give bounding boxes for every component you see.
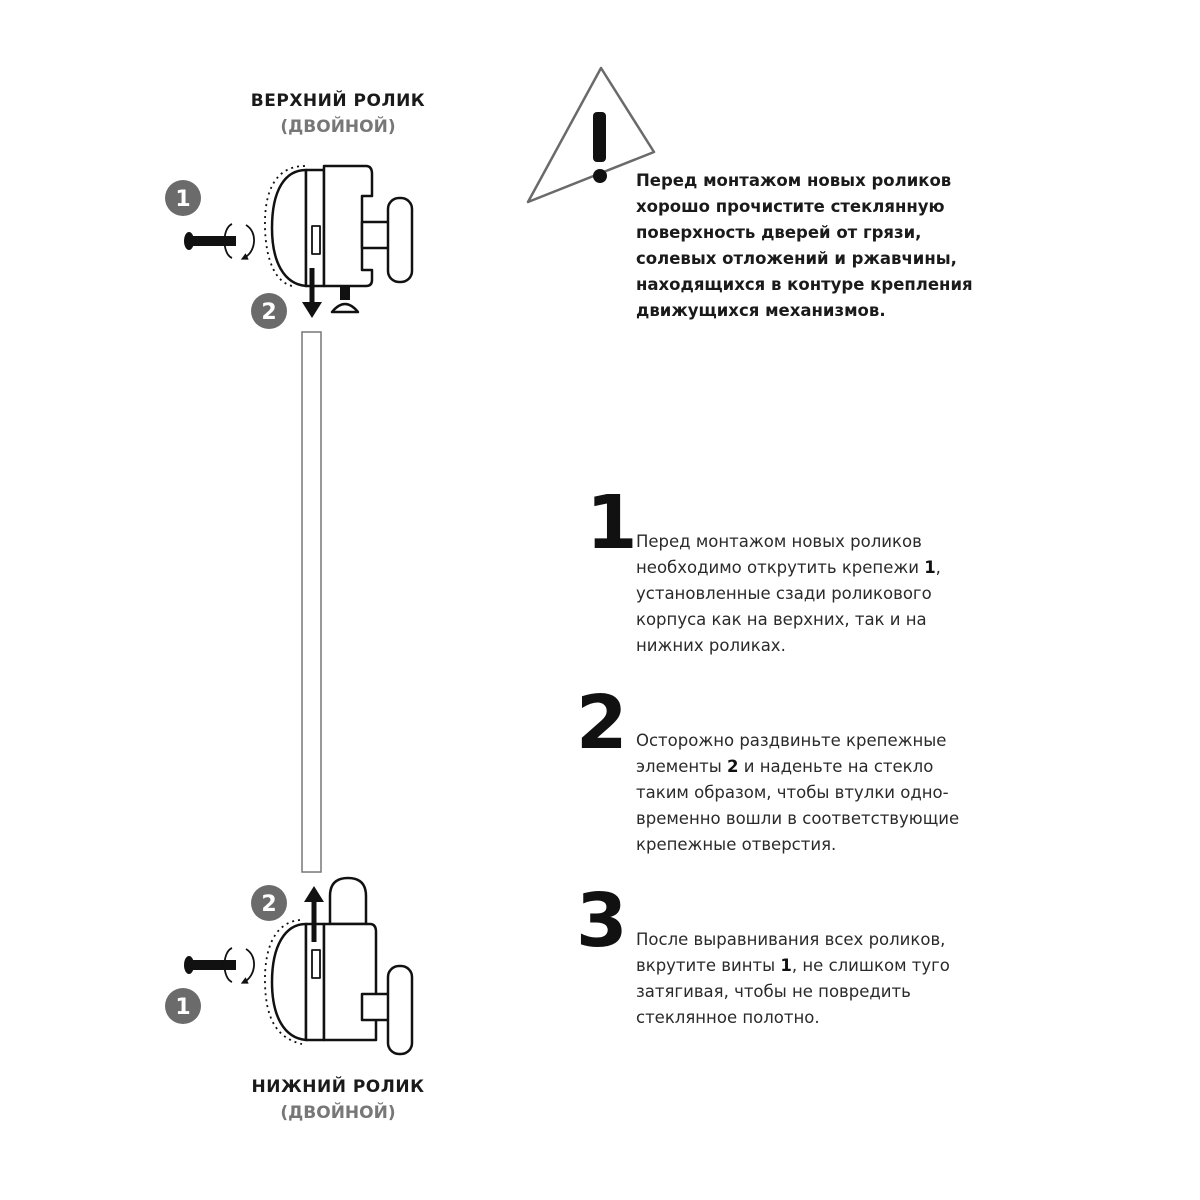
- warning-line: движущихся механизмов.: [636, 301, 886, 320]
- step-2-number: 2: [576, 680, 628, 766]
- warning-line: поверхность дверей от грязи,: [636, 223, 922, 242]
- warning-text: Перед монтажом новых роликов хорошо проч…: [636, 168, 1056, 324]
- fastener-ref: 2: [727, 757, 739, 776]
- bottom-roller-subtitle: (ДВОЙНОЙ): [280, 1103, 396, 1123]
- svg-text:2: 2: [261, 300, 276, 325]
- fastener-ref: 1: [780, 956, 792, 975]
- step-1-number: 1: [586, 480, 638, 566]
- svg-text:1: 1: [175, 187, 190, 212]
- top-marker-2: 2: [251, 293, 287, 329]
- step-line: Осторожно раздвиньте крепежные: [636, 731, 947, 750]
- step-1-text: Перед монтажом новых роликов необходимо о…: [636, 529, 1056, 659]
- bottom-marker-1: 1: [165, 988, 201, 1024]
- glass-panel: [301, 331, 322, 873]
- bottom-roller-title: НИЖНИЙ РОЛИК: [251, 1077, 425, 1097]
- step-line: затягивая, чтобы не повредить: [636, 982, 911, 1001]
- warning-triangle-icon: [526, 66, 656, 204]
- step-line: стеклянное полотно.: [636, 1008, 820, 1027]
- top-marker-1: 1: [165, 180, 201, 216]
- top-roller-drawing: [184, 164, 414, 318]
- step-line: крепежные отверстия.: [636, 835, 837, 854]
- step-line: После выравнивания всех роликов,: [636, 930, 946, 949]
- bottom-roller-drawing: [184, 876, 414, 1056]
- step-line: Перед монтажом новых роликов: [636, 532, 922, 551]
- step-line: необходимо открутить крепежи 1,: [636, 558, 941, 577]
- warning-line: хорошо прочистите стеклянную: [636, 197, 945, 216]
- step-line: временно вошли в соответствующие: [636, 809, 960, 828]
- warning-line: Перед монтажом новых роликов: [636, 171, 952, 190]
- step-2-text: Осторожно раздвиньте крепежные элементы 2…: [636, 728, 1056, 858]
- top-roller-subtitle: (ДВОЙНОЙ): [280, 117, 396, 137]
- fastener-ref: 1: [924, 558, 936, 577]
- step-3-number: 3: [576, 878, 628, 964]
- step-line: нижних роликах.: [636, 636, 786, 655]
- step-line: корпуса как на верхних, так и на: [636, 610, 927, 629]
- step-line: установленные сзади роликового: [636, 584, 932, 603]
- step-line: элементы 2 и наденьте на стекло: [636, 757, 934, 776]
- bottom-marker-2: 2: [251, 885, 287, 921]
- warning-line: солевых отложений и ржавчины,: [636, 249, 957, 268]
- warning-line: находящихся в контуре крепления: [636, 275, 973, 294]
- step-line: таким образом, чтобы втулки одно-: [636, 783, 949, 802]
- top-roller-title: ВЕРХНИЙ РОЛИК: [250, 91, 426, 111]
- svg-text:1: 1: [175, 995, 190, 1020]
- step-3-text: После выравнивания всех роликов, вкрутите…: [636, 927, 1056, 1031]
- svg-text:2: 2: [261, 892, 276, 917]
- step-line: вкрутите винты 1, не слишком туго: [636, 956, 950, 975]
